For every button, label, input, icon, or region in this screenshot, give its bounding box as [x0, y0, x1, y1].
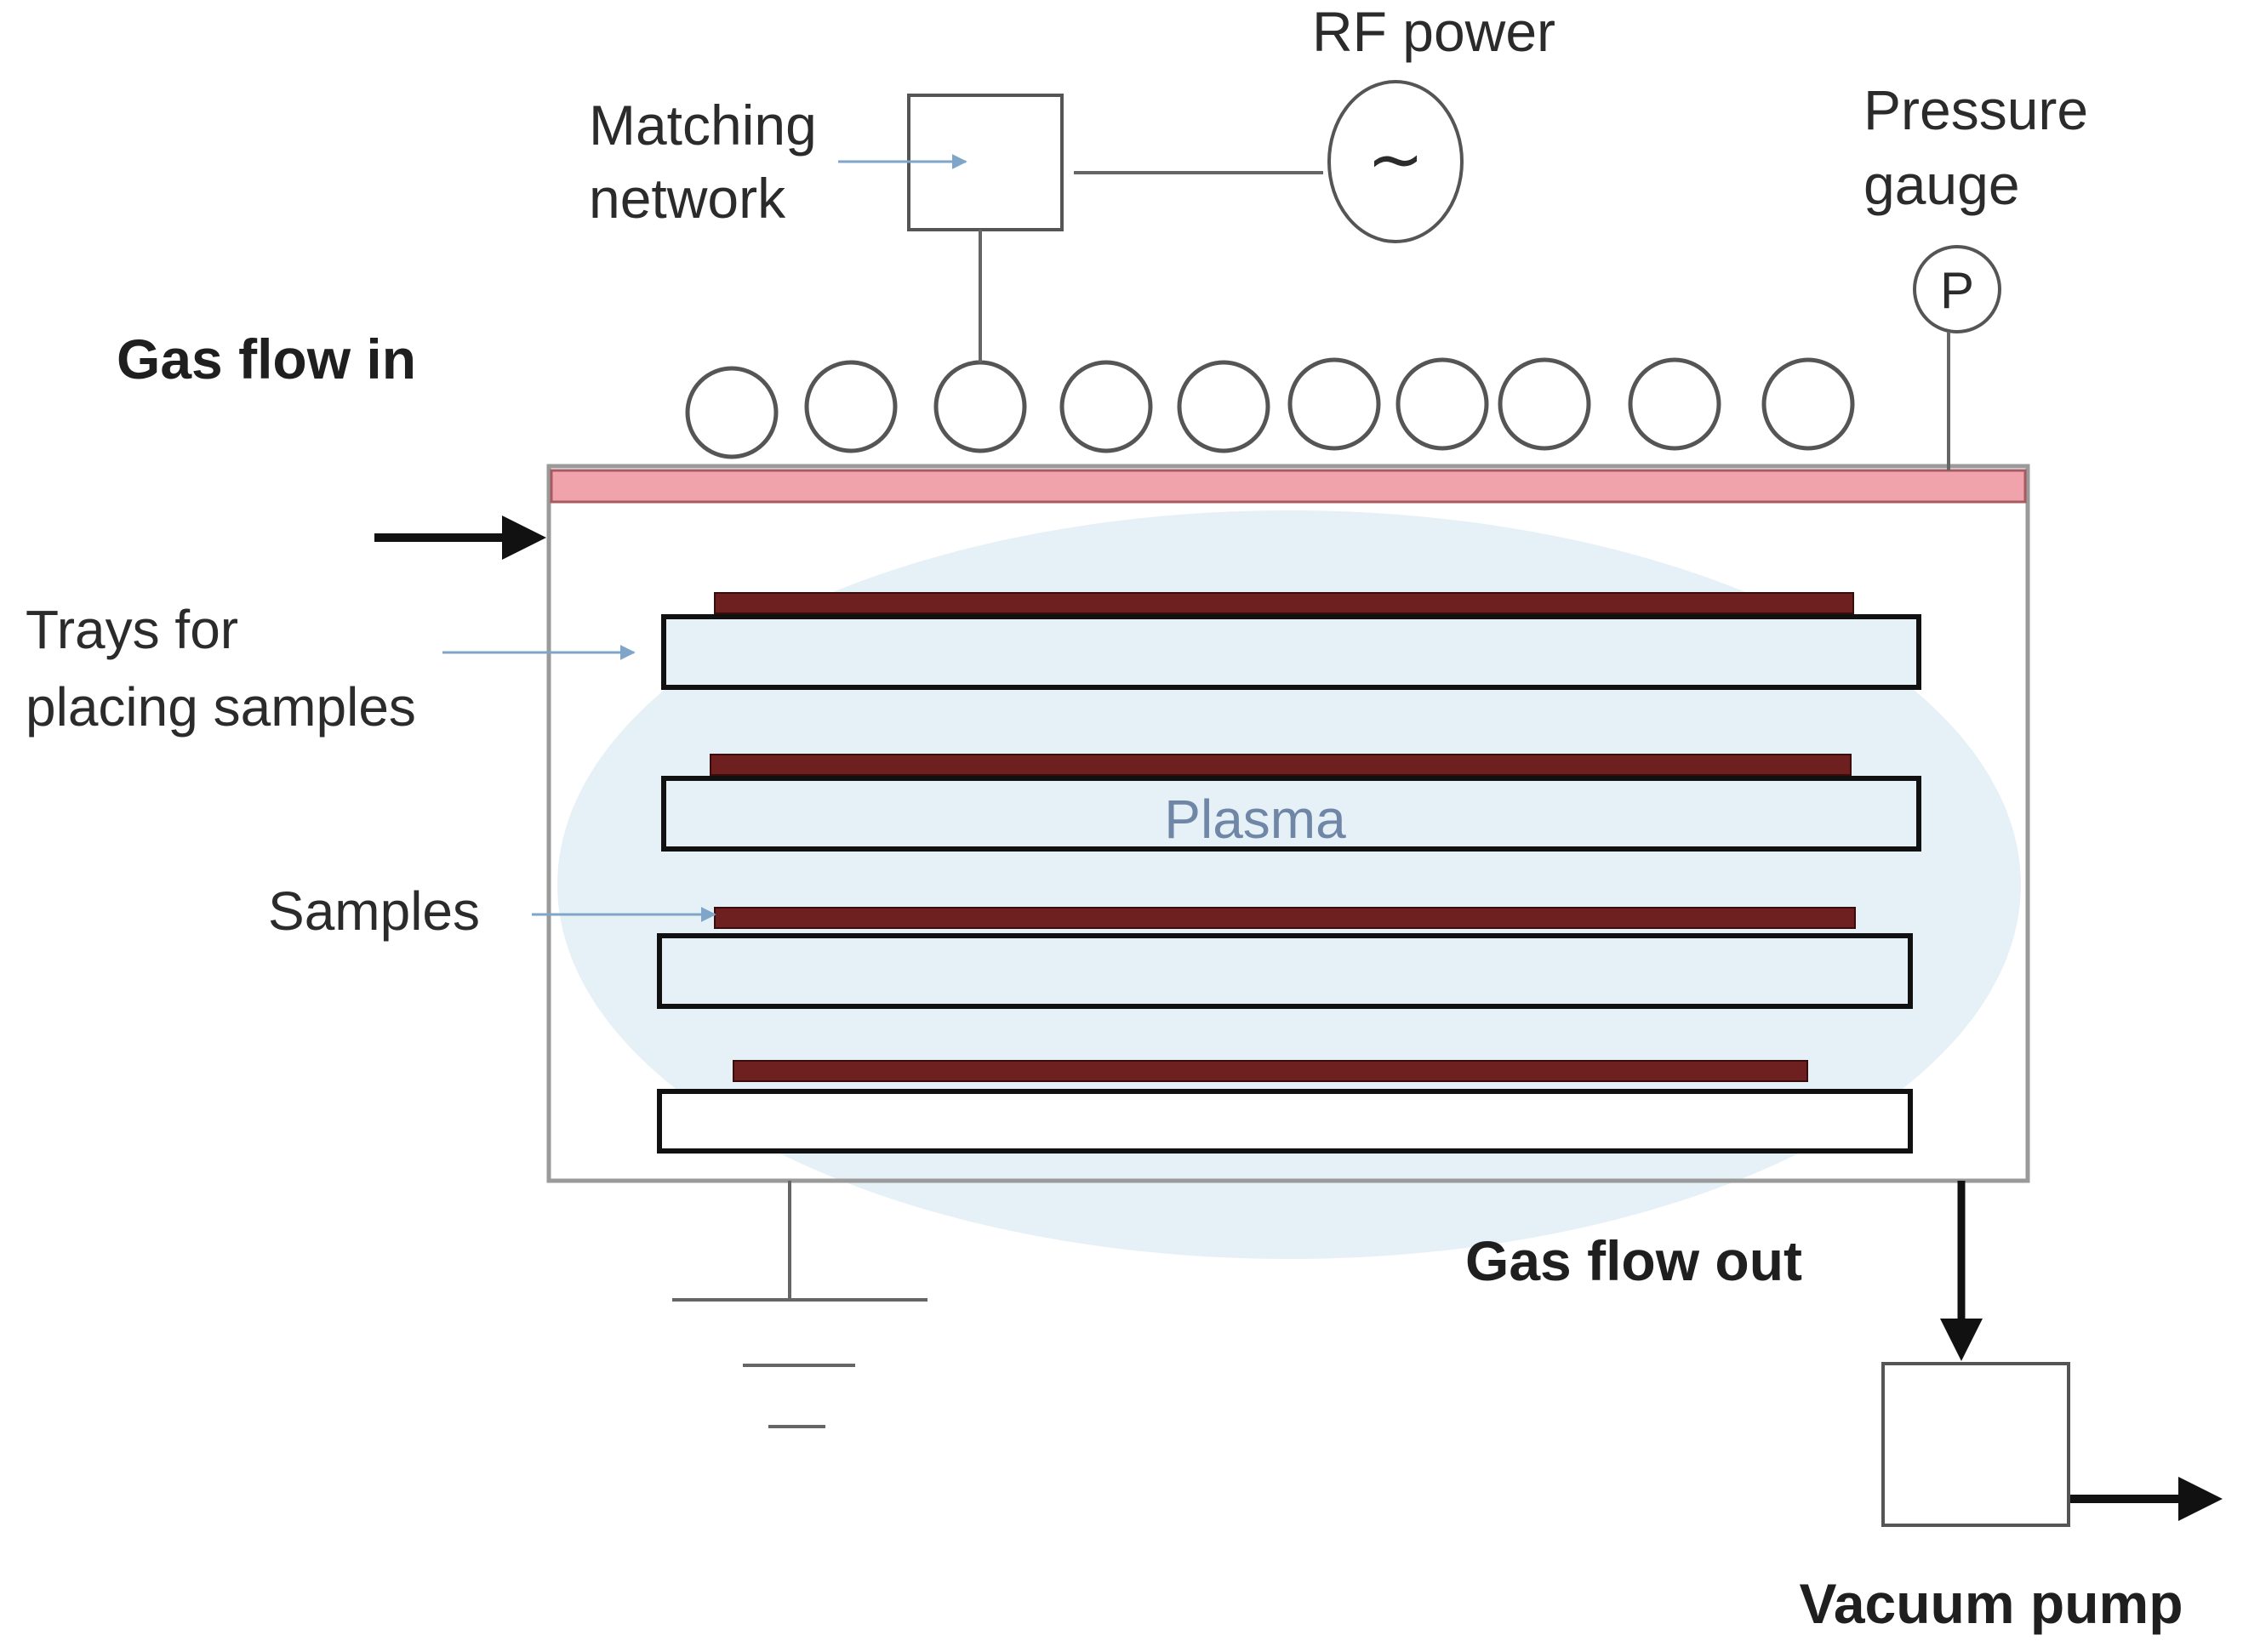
coil-turn	[1761, 357, 1855, 451]
rf-coil	[685, 357, 1855, 459]
trays-label-line1: Trays for	[26, 599, 238, 660]
plasma-label: Plasma	[1164, 789, 1346, 850]
trays-label: Trays for placing samples	[26, 599, 416, 738]
sample-strip	[714, 592, 1854, 614]
pump-exhaust-arrow-head	[2178, 1477, 2223, 1521]
trays-label-line2: placing samples	[26, 676, 416, 738]
pressure-gauge-label-line2: gauge	[1863, 153, 2020, 216]
tray	[661, 776, 1921, 852]
rf-power-label: RF power	[1312, 0, 1555, 63]
pressure-gauge-label-line1: Pressure	[1863, 78, 2088, 141]
tray	[657, 933, 1913, 1009]
coil-turn	[1498, 357, 1591, 451]
matching-network-label-line2: network	[589, 167, 786, 230]
coil-turn	[1177, 360, 1270, 453]
ac-symbol: ~	[1367, 120, 1424, 199]
coil-turn	[933, 360, 1027, 453]
coil-turn	[1628, 357, 1721, 451]
samples	[710, 592, 1856, 1082]
gas-flow-out-label: Gas flow out	[1465, 1229, 1802, 1292]
gauge-symbol: P	[1940, 262, 1974, 319]
gas-out-arrow-head	[1940, 1319, 1983, 1361]
pressure-gauge	[1913, 245, 2001, 333]
sample-strip	[710, 754, 1852, 776]
matching-network-label: Matching network	[589, 94, 832, 230]
pressure-gauge-label: Pressure gauge	[1863, 78, 2103, 216]
rf-source	[1327, 80, 1464, 243]
sample-strip	[733, 1060, 1808, 1082]
ground-symbol	[672, 1181, 927, 1428]
coil-turn	[1395, 357, 1489, 451]
trays	[657, 614, 1921, 1154]
sample-strip	[714, 907, 1856, 929]
tray	[657, 1089, 1913, 1154]
coil-turn	[804, 360, 898, 453]
chamber	[546, 464, 2030, 1183]
coil-turn	[1287, 357, 1381, 451]
tray	[661, 614, 1921, 690]
vacuum-pump-label: Vacuum pump	[1799, 1572, 2183, 1635]
samples-label: Samples	[268, 880, 480, 942]
coil-turn	[1059, 360, 1153, 453]
coil-turn	[685, 366, 779, 459]
matching-network-label-line1: Matching	[589, 94, 817, 157]
gas-flow-in-label: Gas flow in	[117, 328, 416, 390]
vacuum-pump-box	[1881, 1362, 2070, 1527]
gas-in-arrow-head	[502, 516, 546, 560]
top-electrode	[550, 469, 2027, 504]
